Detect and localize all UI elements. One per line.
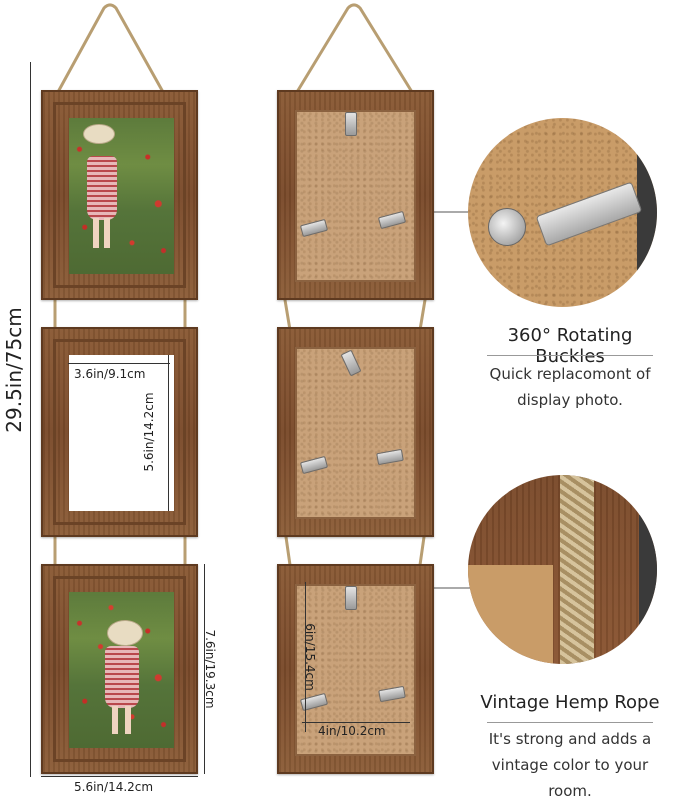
buckle-clip [535, 181, 643, 247]
divider [487, 355, 653, 356]
feature-title: 360° Rotating Buckles [507, 325, 633, 367]
backing-width-label: 4in/10.2cm [318, 724, 386, 738]
feature-description: It's strong and adds a vintage color to … [488, 730, 652, 800]
backing-width-line [302, 722, 410, 723]
opening-width-label: 3.6in/9.1cm [74, 367, 146, 381]
total-height-line [30, 62, 31, 777]
back-frame-middle [277, 327, 434, 537]
opening-height-line [168, 355, 169, 511]
frame-width-label: 5.6in/14.2cm [74, 780, 154, 794]
total-height-label: 29.5in/75cm [2, 307, 26, 433]
girl-dress [105, 646, 139, 708]
back-frame-top [277, 90, 434, 300]
frame-height-line [204, 564, 205, 774]
front-frame-bottom [41, 564, 198, 774]
frame-backing [295, 584, 416, 756]
rope-closeup-image [468, 475, 657, 664]
photo-opening [69, 355, 174, 511]
front-frame-top [41, 90, 198, 300]
divider [487, 722, 653, 723]
buckle-closeup-image [468, 118, 657, 307]
left-top-hanger-rope [56, 3, 165, 93]
buckle-screw [488, 208, 526, 246]
top-clip [345, 112, 357, 136]
frame-backing [295, 347, 416, 519]
girl-hat [107, 620, 143, 646]
back-frame-bottom [277, 564, 434, 774]
opening-height-label: 5.6in/14.2cm [142, 392, 156, 472]
frame-width-line [41, 776, 198, 777]
girl-photo-bottom [69, 592, 174, 748]
frame-height-label: 7.6in/19.3cm [203, 629, 217, 709]
hemp-rope [560, 475, 594, 664]
backing-height-line [305, 582, 306, 732]
right-top-hanger-rope [295, 3, 414, 93]
top-clip [345, 586, 357, 610]
feature-description: Quick replacomont of display photo. [489, 365, 651, 409]
backing-height-label: 6in/15.4cm [303, 623, 317, 691]
feature-title: Vintage Hemp Rope [480, 692, 660, 713]
girl-hat [83, 124, 115, 144]
girl-dress [87, 156, 117, 220]
opening-width-line [68, 363, 170, 364]
girl-photo-top [69, 118, 174, 274]
frame-backing [295, 110, 416, 282]
front-frame-middle [41, 327, 198, 537]
